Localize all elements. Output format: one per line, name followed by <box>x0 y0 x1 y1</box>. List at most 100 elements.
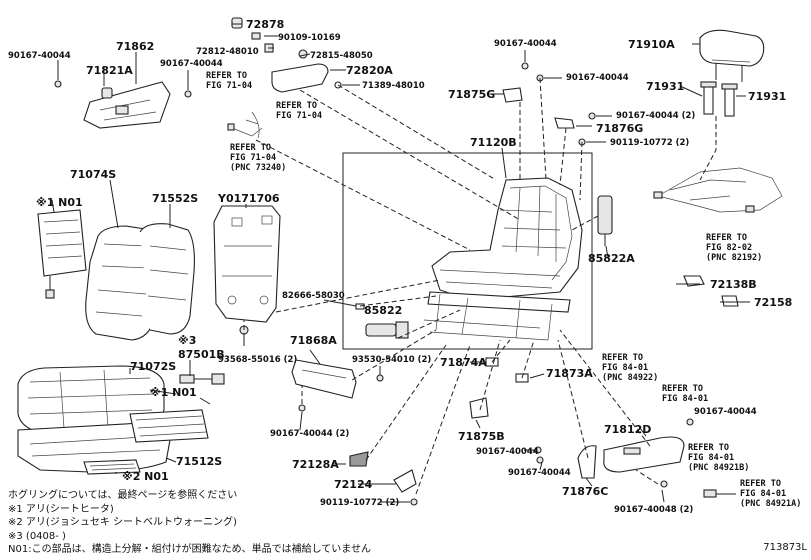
ref-fig84-01-d[interactable]: REFER TO FIG 84-01 (PNC 84921A) <box>740 479 801 509</box>
label-y0171706[interactable]: Y0171706 <box>217 192 280 205</box>
bracket-71875b[interactable] <box>469 397 489 419</box>
wire-harness-73240[interactable] <box>227 111 263 139</box>
knob-72878[interactable] <box>231 17 243 29</box>
label-93568-55016[interactable]: 93568-55016 (2) <box>218 355 297 365</box>
cover-72128a[interactable] <box>349 451 369 467</box>
ref-fig82-02[interactable]: REFER TO FIG 82-02 (PNC 82192) <box>706 233 762 263</box>
label-71875g[interactable]: 71875G <box>448 88 495 101</box>
hole-cover-71821a[interactable] <box>101 87 113 99</box>
label-71389-48010[interactable]: 71389-48010 <box>362 81 425 91</box>
ref-fig84-01-b[interactable]: REFER TO FIG 84-01 <box>662 384 708 404</box>
headrest-support-71931-a[interactable] <box>700 81 717 115</box>
label-82666-58030[interactable]: 82666-58030 <box>282 291 345 301</box>
fastener-84921a[interactable] <box>703 489 717 498</box>
seat-frame-71120b[interactable] <box>423 177 583 341</box>
label-72138b[interactable]: 72138B <box>710 278 757 291</box>
ref-fig71-04-a[interactable]: REFER TO FIG 71-04 <box>206 71 252 91</box>
label-n01-c[interactable]: ※2 N01 <box>122 470 169 483</box>
label-72878[interactable]: 72878 <box>246 18 284 31</box>
label-90109-10169[interactable]: 90109-10169 <box>278 33 341 43</box>
label-71876g[interactable]: 71876G <box>596 122 643 135</box>
label-90167-40048-2[interactable]: 90167-40048 (2) <box>614 505 693 515</box>
label-93530-54010[interactable]: 93530-54010 (2) <box>352 355 431 365</box>
spring-72815-48050[interactable] <box>298 49 308 59</box>
motor-85822[interactable] <box>365 321 409 339</box>
bracket-71876c[interactable] <box>577 445 597 479</box>
screw-90167-40044-e[interactable] <box>588 112 596 120</box>
label-90119-10772-2a[interactable]: 90119-10772 (2) <box>610 138 689 148</box>
outer-shield-71812d[interactable] <box>603 436 685 473</box>
bracket-71875g[interactable] <box>502 87 523 103</box>
screw-90167-40044-a[interactable] <box>54 80 62 88</box>
label-71874a[interactable]: 71874A <box>440 356 487 369</box>
label-71931-b[interactable]: 71931 <box>748 90 786 103</box>
ref-fig84-01-c[interactable]: REFER TO FIG 84-01 (PNC 84921B) <box>688 443 749 473</box>
label-mark3[interactable]: ※3 <box>178 334 196 347</box>
screw-90167-40048[interactable] <box>660 480 668 488</box>
bolt-90119-10772-b[interactable] <box>410 498 418 506</box>
label-90167-40044-tc[interactable]: 90167-40044 <box>494 39 557 49</box>
clip-72158[interactable] <box>721 295 739 307</box>
label-90167-40044-m1[interactable]: 90167-40044 <box>476 447 539 457</box>
label-71875b[interactable]: 71875B <box>458 430 505 443</box>
label-71910a[interactable]: 71910A <box>628 38 675 51</box>
recliner-cover-72820a[interactable] <box>271 63 329 93</box>
screw-90167-40044-c[interactable] <box>521 62 529 70</box>
label-90167-40044-tl2[interactable]: 90167-40044 <box>160 59 223 69</box>
label-n01-b[interactable]: ※1 N01 <box>150 386 197 399</box>
label-90167-40044-m2[interactable]: 90167-40044 <box>508 468 571 478</box>
screw-90109-10169[interactable] <box>251 32 261 40</box>
back-board-y0171706[interactable] <box>213 205 281 323</box>
label-71074s[interactable]: 71074S <box>70 168 116 181</box>
label-87501b[interactable]: 87501B <box>178 348 225 361</box>
ref-fig71-04-b[interactable]: REFER TO FIG 71-04 <box>276 101 322 121</box>
label-72815-48050[interactable]: 72815-48050 <box>310 51 373 61</box>
ref-fig71-04-c[interactable]: REFER TO FIG 71-04 (PNC 73240) <box>230 143 286 173</box>
label-72124[interactable]: 72124 <box>334 478 373 491</box>
seatback-cover-71074s[interactable] <box>85 225 159 341</box>
label-90167-40044-tl1[interactable]: 90167-40044 <box>8 51 71 61</box>
label-71072s[interactable]: 71072S <box>130 360 176 373</box>
screw-90167-40044-i[interactable] <box>686 418 694 426</box>
bracket-71876g[interactable] <box>554 117 575 129</box>
label-85822[interactable]: 85822 <box>364 304 402 317</box>
label-90167-40044-tc2[interactable]: 90167-40044 <box>566 73 629 83</box>
label-85822a[interactable]: 85822A <box>588 252 635 265</box>
label-72128a[interactable]: 72128A <box>292 458 339 471</box>
backboard-71862[interactable] <box>83 81 171 129</box>
label-71868a[interactable]: 71868A <box>290 334 337 347</box>
ref-fig84-01-a[interactable]: REFER TO FIG 84-01 (PNC 84922) <box>602 353 658 383</box>
label-71552s[interactable]: 71552S <box>152 192 198 205</box>
label-71876c[interactable]: 71876C <box>562 485 608 498</box>
screw-90167-40044-f[interactable] <box>298 404 306 412</box>
label-90167-40044-2a[interactable]: 90167-40044 (2) <box>616 111 695 121</box>
label-72158[interactable]: 72158 <box>754 296 792 309</box>
label-72812-48010[interactable]: 72812-48010 <box>196 47 259 57</box>
inner-shield-71868a[interactable] <box>291 359 357 399</box>
seatback-heater-n01[interactable] <box>37 209 87 299</box>
label-72820a[interactable]: 72820A <box>346 64 393 77</box>
occupant-sensor-mat-n01[interactable] <box>83 459 141 475</box>
wire-harness-82192[interactable] <box>653 167 783 213</box>
cover-72124[interactable] <box>393 469 417 493</box>
label-71512s[interactable]: 71512S <box>176 455 222 468</box>
label-71821a[interactable]: 71821A <box>86 64 133 77</box>
label-90167-40044-2b[interactable]: 90167-40044 (2) <box>270 429 349 439</box>
headrest-support-71931-b[interactable] <box>721 83 738 117</box>
label-71120b[interactable]: 71120B <box>470 136 517 149</box>
label-90167-40044-r1[interactable]: 90167-40044 <box>694 407 757 417</box>
harness-87501b[interactable] <box>179 373 225 405</box>
headrest-71910a[interactable] <box>699 29 765 82</box>
label-71812d[interactable]: 71812D <box>604 423 651 436</box>
label-n01-a[interactable]: ※1 N01 <box>36 196 83 209</box>
label-90119-10772-2b[interactable]: 90119-10772 (2) <box>320 498 399 508</box>
clamp-82666-58030[interactable] <box>355 303 365 310</box>
label-71931-a[interactable]: 71931 <box>646 80 684 93</box>
label-71862[interactable]: 71862 <box>116 40 154 53</box>
screw-90167-40044-b[interactable] <box>184 90 192 98</box>
screw-90167-40044-h[interactable] <box>536 456 544 464</box>
cushion-heater-n01[interactable] <box>129 409 209 443</box>
label-71873a[interactable]: 71873A <box>546 367 593 380</box>
seatback-pad-71552s[interactable] <box>139 223 195 335</box>
bolt-93530-54010[interactable] <box>376 374 384 382</box>
